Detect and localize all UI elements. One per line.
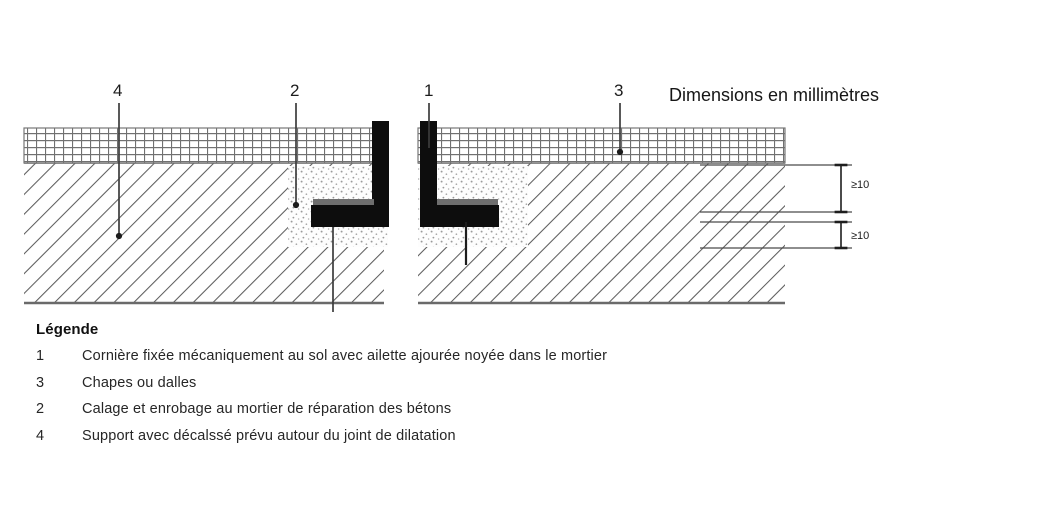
legend-heading: Légende — [36, 321, 99, 338]
legend-item: 1 Cornière fixée mécaniquement au sol av… — [36, 348, 936, 365]
legend-item-text: Calage et enrobage au mortier de réparat… — [82, 401, 452, 418]
callout-label-4: 4 — [113, 81, 122, 100]
dim-label-lower: ≥10 — [851, 230, 869, 242]
legend-item-text: Support avec décalssé prévu autour du jo… — [82, 428, 456, 445]
leader-dot-4 — [115, 232, 123, 240]
callout-label-1: 1 — [424, 81, 433, 100]
callout-label-2: 2 — [290, 81, 299, 100]
legend: Légende 1 Cornière fixée mécaniquement a… — [36, 322, 936, 455]
legend-item-key: 2 — [36, 401, 45, 418]
callout-group: 4 2 1 3 — [113, 81, 623, 312]
right-screed-layer — [418, 128, 785, 163]
figure-title: Dimensions en millimètres — [669, 85, 879, 105]
legend-item-key: 3 — [36, 374, 45, 391]
legend-item-text: Chapes ou dalles — [82, 374, 197, 391]
dim-label-upper: ≥10 — [851, 179, 869, 191]
leader-dot-3 — [616, 148, 624, 156]
legend-item-key: 1 — [36, 348, 45, 364]
legend-item-text: Cornière fixée mécaniquement au sol avec… — [82, 348, 608, 364]
legend-item: 2 Calage et enrobage au mortier de répar… — [36, 401, 936, 418]
legend-item: 3 Chapes ou dalles — [36, 375, 936, 392]
right-assembly — [417, 121, 786, 305]
dimension-group: ≥10 ≥10 — [700, 163, 869, 250]
left-screed-layer — [24, 128, 384, 163]
right-angle-profile — [420, 121, 499, 227]
legend-item: 4 Support avec décalssé prévu autour du … — [36, 428, 936, 445]
callout-label-3: 3 — [614, 81, 623, 100]
left-assembly — [23, 121, 389, 305]
legend-item-key: 4 — [36, 428, 45, 445]
left-angle-profile — [311, 121, 389, 227]
left-anchor-fin — [313, 199, 374, 205]
right-anchor-fin — [437, 199, 498, 205]
leader-dot-2 — [292, 201, 300, 209]
